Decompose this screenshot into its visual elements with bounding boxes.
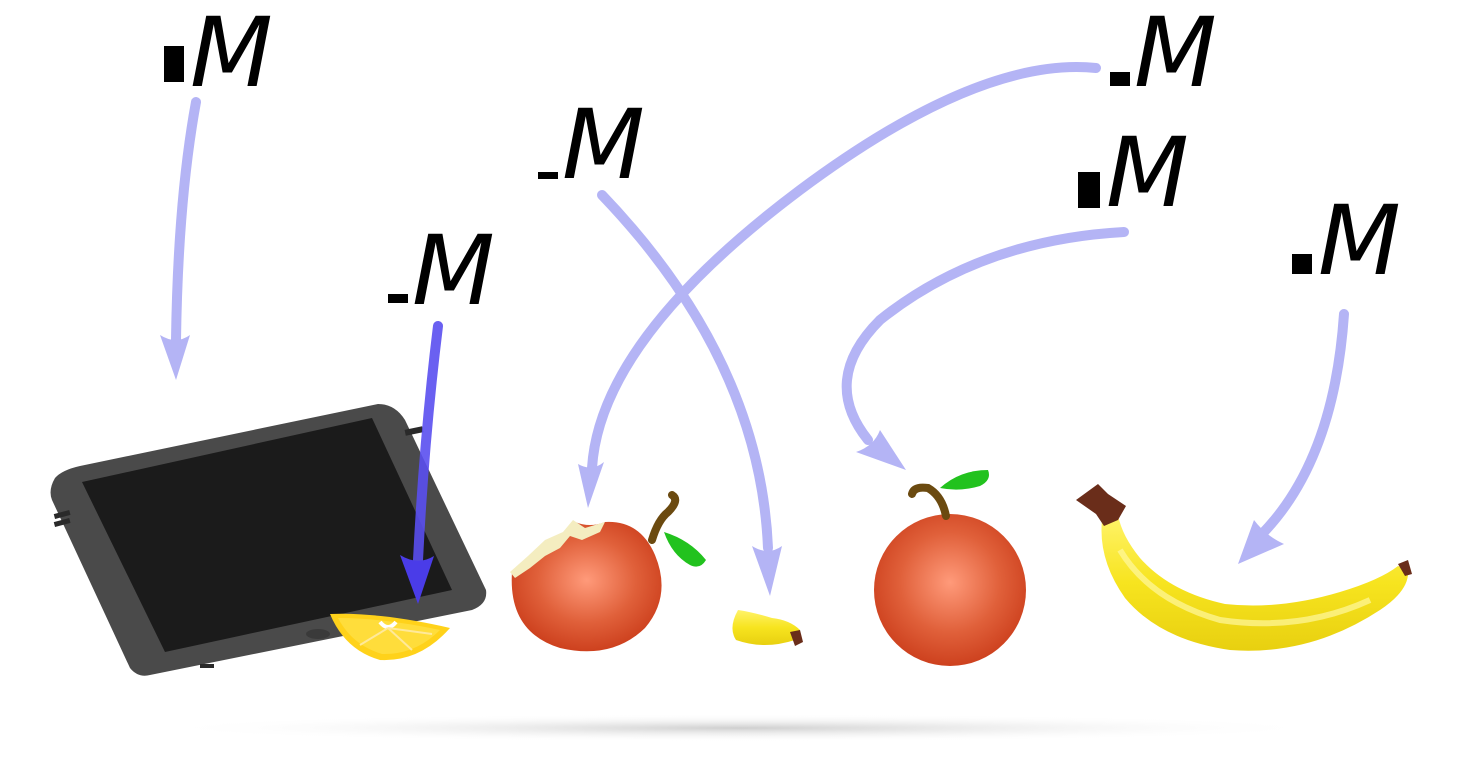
label-bitten-apple-text: M (1134, 0, 1217, 109)
label-whole-apple-text: M (1106, 117, 1189, 229)
label-lemon: M (388, 215, 495, 327)
label-banana-piece: M (538, 89, 645, 201)
label-tablet: M (164, 0, 273, 109)
label-banana: M (1292, 185, 1401, 297)
arrow-to-banana (1257, 309, 1349, 539)
arrow-head-tablet (160, 335, 190, 380)
arrow-to-whole-apple (841, 227, 1129, 445)
arrow-head-banana (1238, 520, 1284, 564)
label-banana-piece-text: M (562, 89, 645, 201)
arrow-head-bitten-apple (578, 462, 604, 508)
lemon-slice-icon (330, 613, 450, 661)
banana-icon (1076, 484, 1412, 651)
label-bitten-apple: M (1110, 0, 1217, 109)
label-banana-text: M (1318, 185, 1401, 297)
tablet-icon (50, 404, 487, 676)
apple-icon (874, 470, 1026, 666)
arrow-head-lemon (400, 555, 434, 604)
arrow-group (160, 62, 1349, 604)
label-tablet-text: M (190, 0, 273, 109)
label-lemon-text: M (412, 215, 495, 327)
arrow-head-whole-apple (856, 430, 906, 470)
floor-shadow (150, 714, 1330, 742)
banana-piece-icon (732, 610, 803, 646)
arrow-to-lemon (413, 321, 443, 565)
bitten-apple-icon (510, 491, 706, 652)
label-whole-apple: M (1078, 117, 1189, 229)
arrow-to-banana-piece (597, 190, 773, 553)
arrow-to-bitten-apple (587, 62, 1101, 473)
arrow-to-tablet (171, 97, 201, 345)
arrow-head-banana-piece (752, 546, 782, 596)
